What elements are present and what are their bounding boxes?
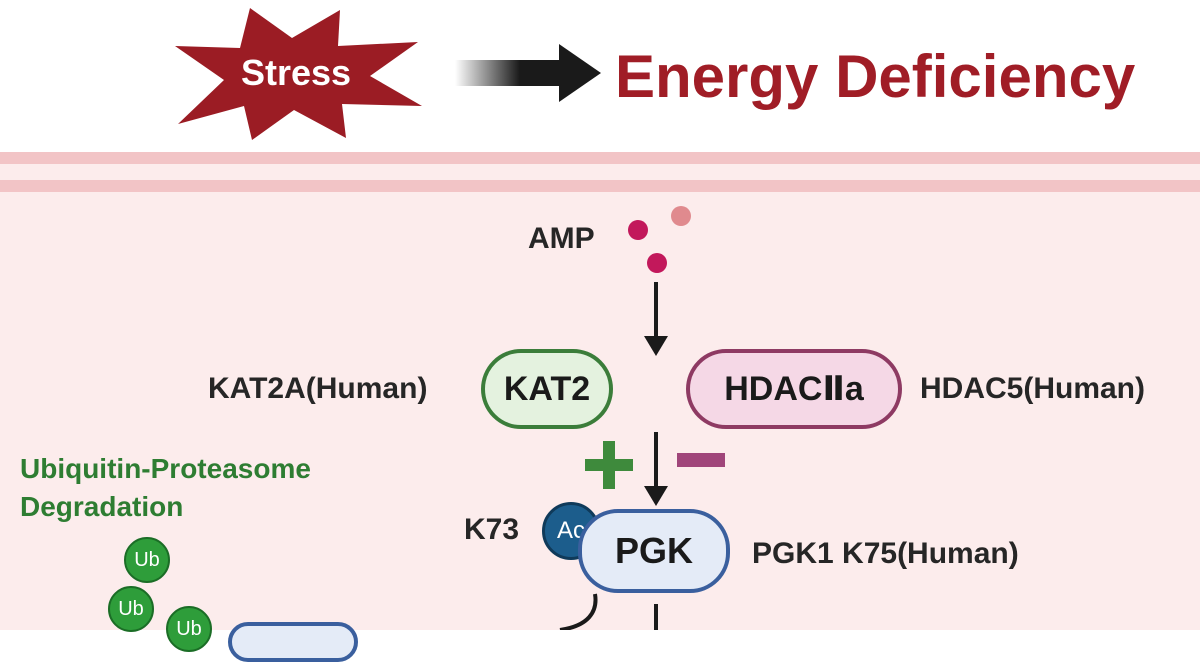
hdac-human-label: HDAC5(Human) [920, 372, 1145, 405]
stress-label: Stress [240, 52, 352, 93]
ubiquitin-icon: Ub [124, 537, 170, 583]
pgk-human-label: PGK1 K75(Human) [752, 537, 1019, 570]
hdac-label: HDACⅡa [724, 370, 864, 408]
membrane-stripe-top [0, 152, 1200, 164]
amp-down-arrow-icon [644, 282, 668, 356]
kat2-human-label: KAT2A(Human) [208, 372, 428, 405]
degradation-title-line1: Ubiquitin-Proteasome [20, 453, 311, 484]
plus-icon [585, 441, 633, 489]
minus-icon [677, 453, 725, 467]
lower-pgk-shape [228, 622, 358, 662]
pgk-lower-line-icon [654, 604, 658, 630]
stress-burst-icon [175, 8, 422, 140]
membrane-stripe-bottom [0, 180, 1200, 192]
ubiquitin-icon: Ub [166, 606, 212, 652]
ubiquitin-icon: Ub [108, 586, 154, 632]
degradation-curve-arrow-icon [559, 593, 598, 630]
pgk-down-arrow-icon [644, 432, 668, 506]
amp-label: AMP [528, 222, 595, 255]
header: Stress Energy Deficiency [0, 0, 1200, 152]
hdac-enzyme: HDACⅡa [686, 349, 902, 429]
kat2-enzyme: KAT2 [481, 349, 613, 429]
amp-molecules-icon [628, 206, 691, 273]
site-label: K73 [464, 513, 520, 546]
page-title: Energy Deficiency [615, 43, 1136, 110]
kat2-label: KAT2 [503, 369, 591, 408]
pgk-enzyme: PGK [578, 509, 730, 593]
degradation-title-line2: Degradation [20, 491, 184, 522]
pgk-label: PGK [614, 530, 693, 571]
header-arrow-icon [455, 44, 601, 102]
